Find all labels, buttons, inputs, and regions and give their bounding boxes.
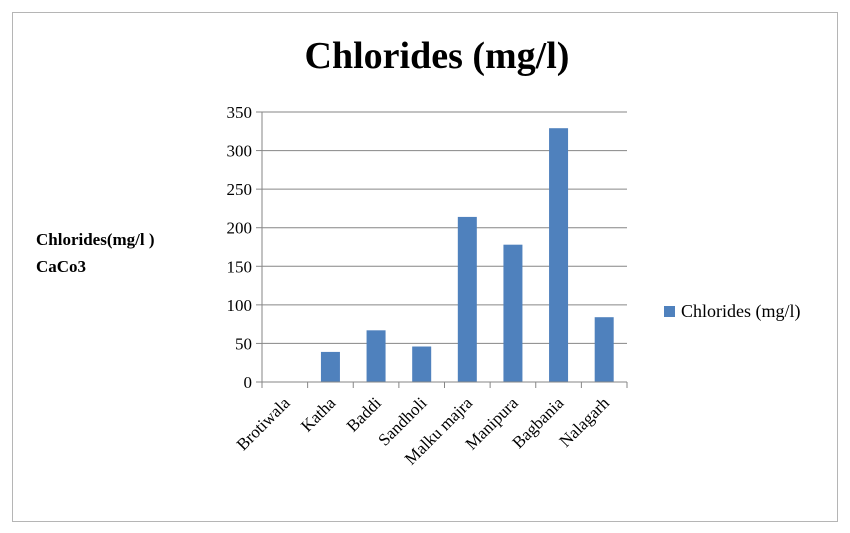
legend-swatch <box>664 306 675 317</box>
bar <box>320 351 340 382</box>
chart-title: Chlorides (mg/l) <box>304 35 570 77</box>
x-tick-label: Katha <box>297 393 339 435</box>
y-tick-label: 250 <box>227 180 253 199</box>
y-tick-label: 100 <box>227 296 253 315</box>
x-tick-label: Baddi <box>343 393 385 435</box>
legend-label: Chlorides (mg/l) <box>681 301 801 321</box>
bar <box>457 216 477 382</box>
x-tick-label: Bagbania <box>509 393 568 452</box>
y-tick-label: 350 <box>227 103 253 122</box>
legend: Chlorides (mg/l) <box>664 301 801 322</box>
y-tick-label: 150 <box>227 257 253 276</box>
y-tick-label: 300 <box>227 142 253 161</box>
x-tick-label: Brotiwala <box>233 393 294 454</box>
y-tick-label: 50 <box>235 334 252 353</box>
x-tick-label: Nalagarh <box>556 393 614 451</box>
bar <box>366 330 386 382</box>
chart-frame <box>12 12 838 522</box>
bar <box>503 244 523 382</box>
y-tick-label: 200 <box>227 219 253 238</box>
bar <box>412 346 432 382</box>
bar <box>594 317 614 382</box>
y-tick-label: 0 <box>244 373 253 392</box>
bar <box>549 128 569 382</box>
y-axis-label: Chlorides(mg/l ) CaCo3 <box>36 230 155 276</box>
